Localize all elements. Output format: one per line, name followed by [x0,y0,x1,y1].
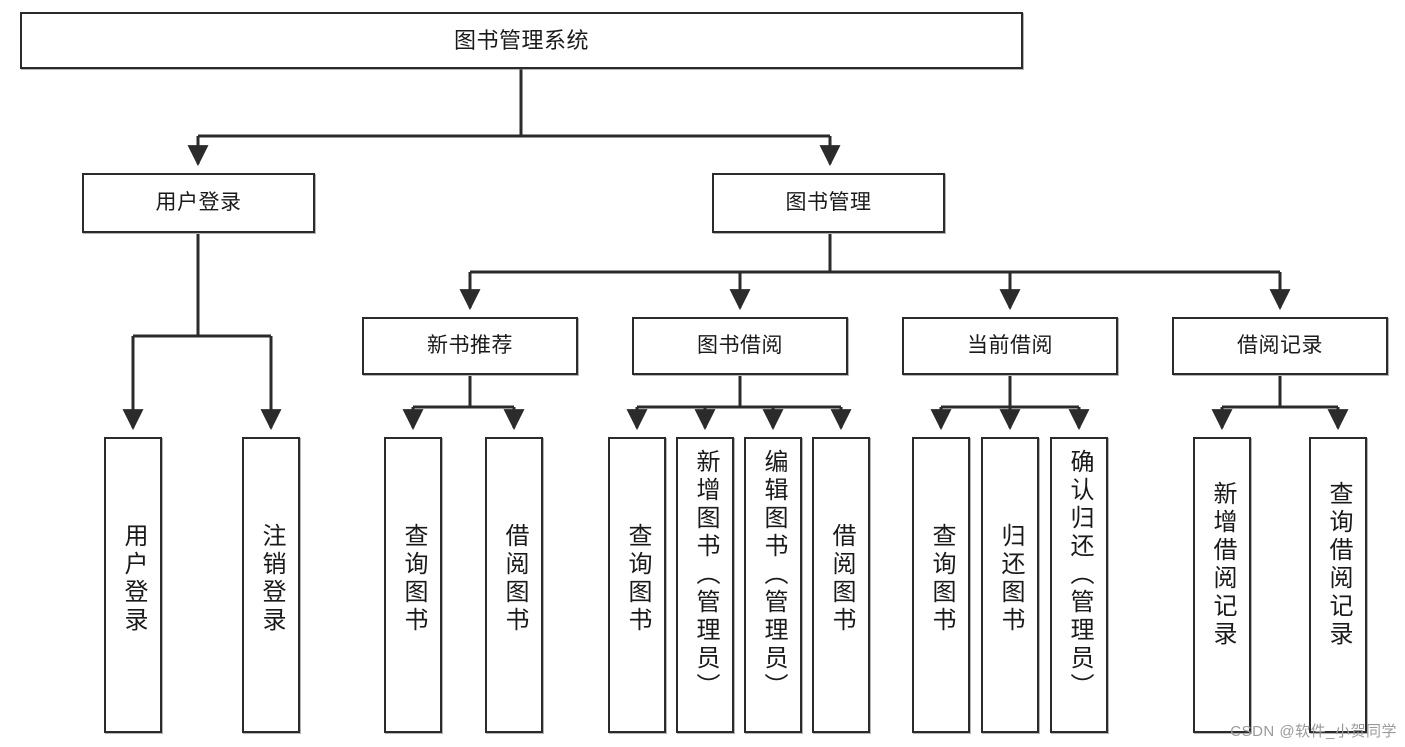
node-leaf-confirm-return-admin-label: 确认归还（管理员） [1066,449,1093,701]
node-leaf-add-borrow-record[interactable]: 新增借阅记录 [1193,437,1251,733]
node-leaf-borrow-book-rec-label: 借阅图书 [501,523,528,635]
node-leaf-query-book-borrow[interactable]: 查询图书 [608,437,666,733]
node-leaf-query-borrow-record[interactable]: 查询借阅记录 [1309,437,1367,733]
node-book-borrow-label: 图书借阅 [697,333,783,357]
node-root-label: 图书管理系统 [453,27,589,53]
node-borrow-record-label: 借阅记录 [1237,333,1323,357]
node-leaf-logout-login[interactable]: 注销登录 [242,437,300,733]
node-user-login-label: 用户登录 [155,190,242,214]
node-leaf-query-book-current[interactable]: 查询图书 [912,437,970,733]
node-leaf-borrow-book-rec[interactable]: 借阅图书 [485,437,543,733]
node-new-book-recommend-label: 新书推荐 [427,333,513,357]
node-leaf-add-book-admin-label: 新增图书（管理员） [692,449,719,701]
node-book-manage[interactable]: 图书管理 [712,173,945,233]
node-leaf-user-login-label: 用户登录 [120,523,147,635]
node-leaf-query-book-borrow-label: 查询图书 [624,523,651,635]
node-leaf-borrow-book[interactable]: 借阅图书 [812,437,870,733]
node-root[interactable]: 图书管理系统 [20,12,1023,69]
node-user-login[interactable]: 用户登录 [82,173,315,233]
node-leaf-logout-login-label: 注销登录 [258,523,285,635]
node-current-borrow[interactable]: 当前借阅 [902,317,1118,375]
node-leaf-return-book[interactable]: 归还图书 [981,437,1039,733]
node-leaf-edit-book-admin-label: 编辑图书（管理员） [760,449,787,701]
node-current-borrow-label: 当前借阅 [967,333,1053,357]
node-leaf-query-book-current-label: 查询图书 [928,523,955,635]
node-book-borrow[interactable]: 图书借阅 [632,317,848,375]
node-book-manage-label: 图书管理 [785,190,872,214]
node-leaf-query-book-rec-label: 查询图书 [400,523,427,635]
node-leaf-edit-book-admin[interactable]: 编辑图书（管理员） [744,437,802,733]
node-new-book-recommend[interactable]: 新书推荐 [362,317,578,375]
node-leaf-borrow-book-label: 借阅图书 [828,523,855,635]
node-leaf-add-borrow-record-label: 新增借阅记录 [1209,481,1236,649]
node-leaf-return-book-label: 归还图书 [997,523,1024,635]
node-leaf-user-login[interactable]: 用户登录 [104,437,162,733]
node-leaf-query-borrow-record-label: 查询借阅记录 [1325,481,1352,649]
node-leaf-add-book-admin[interactable]: 新增图书（管理员） [676,437,734,733]
node-borrow-record[interactable]: 借阅记录 [1172,317,1388,375]
node-leaf-query-book-rec[interactable]: 查询图书 [384,437,442,733]
watermark: CSDN @软件_小贺同学 [1230,723,1397,740]
node-leaf-confirm-return-admin[interactable]: 确认归还（管理员） [1050,437,1108,733]
